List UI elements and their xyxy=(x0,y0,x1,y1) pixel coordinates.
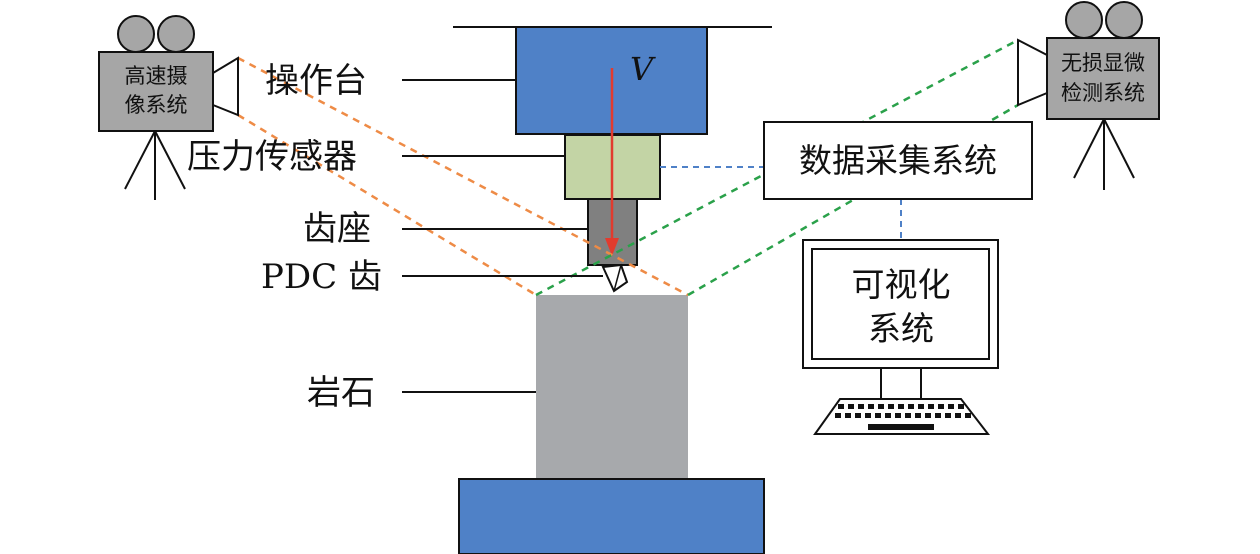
pdc-tooth-shape xyxy=(601,263,629,293)
base-block xyxy=(458,478,765,554)
rock-block xyxy=(536,295,688,479)
pressure-sensor-label: 压力传感器 xyxy=(187,137,357,177)
pdc-tooth-label: PDC 齿 xyxy=(261,257,382,297)
velocity-label: V xyxy=(630,50,656,88)
visualization-monitor-icon xyxy=(802,239,999,435)
rock-label: 岩石 xyxy=(307,373,375,413)
data-connector-lines xyxy=(660,166,902,240)
microscopy-camera-icon xyxy=(1017,1,1160,190)
data-acquisition-box xyxy=(763,121,1033,200)
visualization-label-line2: 系统 xyxy=(868,309,934,348)
microscopy-label-line2: 检测系统 xyxy=(1061,81,1145,105)
microscopy-label-line1: 无损显微 xyxy=(1061,51,1145,75)
velocity-arrow xyxy=(605,68,619,256)
operating-table-label: 操作台 xyxy=(265,61,367,101)
left-camera-field-of-view xyxy=(237,56,689,297)
high-speed-camera-label-line2: 像系统 xyxy=(125,93,188,117)
label-leader-lines xyxy=(402,79,603,393)
data-acquisition-label: 数据采集系统 xyxy=(799,141,997,180)
high-speed-camera-icon xyxy=(98,15,239,200)
tooth-seat-label: 齿座 xyxy=(303,209,371,249)
visualization-label-line1: 可视化 xyxy=(852,265,951,304)
high-speed-camera-label-line1: 高速摄 xyxy=(125,64,188,88)
